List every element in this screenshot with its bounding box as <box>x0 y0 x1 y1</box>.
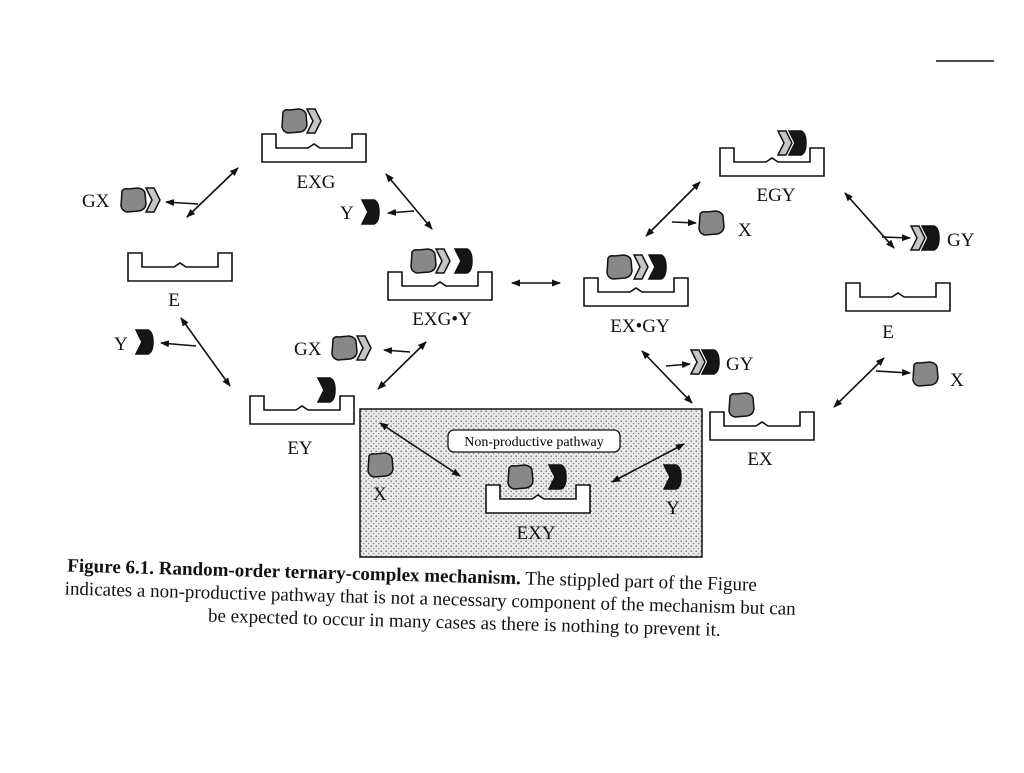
caption-figure-number: Figure 6.1. <box>67 556 154 579</box>
ligand-x-right <box>912 361 939 387</box>
arrow-exgy-egy <box>645 181 701 237</box>
ligand-y-left <box>135 329 154 355</box>
arrow-inset-left <box>379 422 461 477</box>
enzyme-ey <box>249 377 355 425</box>
label-ey: EY <box>287 438 313 459</box>
ligand-gy-right <box>910 225 940 251</box>
label-exg-y: EXG•Y <box>412 309 472 330</box>
ligand-y-upper <box>361 199 380 225</box>
arrow-y-upper <box>387 208 415 216</box>
label-gx-left: GX <box>82 191 110 212</box>
label-gy-right: GY <box>947 230 975 251</box>
label-y-left: Y <box>114 334 128 355</box>
enzyme-exg-y <box>387 248 493 301</box>
label-exy: EXY <box>516 523 555 544</box>
label-gy-lower: GY <box>726 354 754 375</box>
arrow-gy-right <box>881 234 911 242</box>
label-gx-lower: GX <box>294 339 322 360</box>
arrow-gy-lower <box>665 361 691 369</box>
label-x-right: X <box>950 370 964 391</box>
label-egy: EGY <box>756 185 795 206</box>
arrow-e-ey <box>180 317 231 387</box>
arrow-ey-exgy <box>377 341 427 390</box>
arrow-inset-right <box>611 443 685 483</box>
label-x-inset: X <box>373 484 387 505</box>
arrow-exgy-ex <box>641 350 693 404</box>
arrow-y-left <box>160 340 197 348</box>
reaction-arrows <box>160 167 911 483</box>
caption-line-1: Figure 6.1. Random-order ternary-complex… <box>67 556 757 596</box>
arrow-gx-lower <box>383 347 411 355</box>
figure-caption: Figure 6.1. Random-order ternary-complex… <box>64 556 796 641</box>
arrow-x-right <box>875 369 911 377</box>
ligand-x-upper <box>698 210 725 236</box>
ligand-gx-left <box>120 187 161 213</box>
label-x-upper: X <box>738 220 752 241</box>
label-exg: EXG <box>296 172 335 193</box>
enzyme-ex-gy <box>583 254 689 307</box>
enzyme-exg <box>261 108 367 163</box>
arrow-exg-exgy <box>385 173 433 230</box>
arrow-egy-e <box>844 192 895 249</box>
nonproductive-label: Non-productive pathway <box>464 435 604 450</box>
arrow-gx-release <box>165 199 199 206</box>
arrow-x-upper <box>671 219 697 227</box>
label-y-upper: Y <box>340 203 354 224</box>
arrow-ex-e <box>833 357 885 408</box>
enzyme-e-left <box>127 252 233 282</box>
ligand-x-inset <box>367 452 394 478</box>
label-e-right: E <box>882 322 894 343</box>
enzyme-e-right <box>845 282 951 312</box>
ligand-gy-lower <box>690 349 720 375</box>
label-y-inset: Y <box>666 498 680 519</box>
enzyme-egy <box>719 130 825 177</box>
ligand-gx-lower <box>331 335 372 361</box>
label-ex-gy: EX•GY <box>610 316 670 337</box>
label-ex: EX <box>747 449 773 470</box>
label-e-left: E <box>168 290 180 311</box>
arrow-e-exg <box>186 167 239 218</box>
enzyme-ex <box>709 392 815 441</box>
